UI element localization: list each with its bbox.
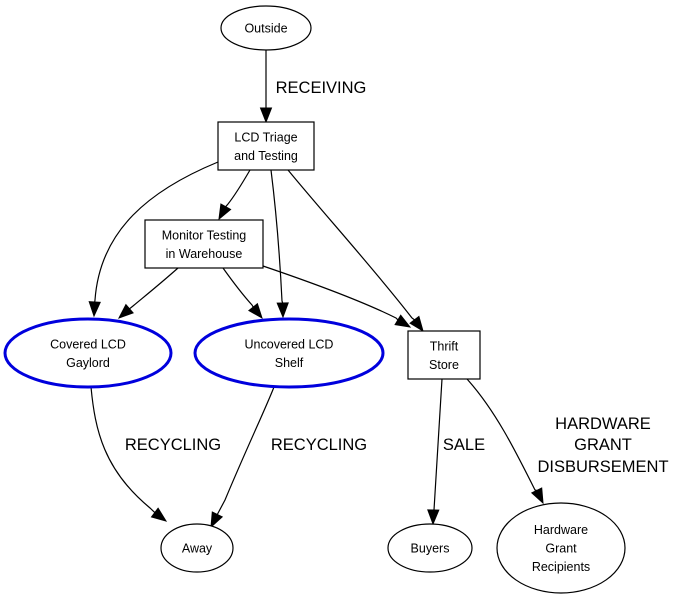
- node-shape: [193, 317, 385, 389]
- edge-line: [433, 378, 443, 511]
- arrowhead-icon: [394, 314, 412, 328]
- arrowhead-icon: [530, 487, 544, 505]
- edge-label: HARDWARE: [555, 415, 651, 433]
- node-uncovered[interactable]: Uncovered LCD Shelf: [193, 317, 385, 389]
- node-label: Recipients: [532, 560, 590, 574]
- node-shape: [160, 523, 234, 573]
- node-label: Shelf: [275, 356, 304, 370]
- edge-line: [216, 386, 275, 515]
- edge-monitor-to-covered: [117, 267, 179, 319]
- edge-label: RECYCLING: [271, 436, 367, 454]
- arrowhead-icon: [409, 315, 424, 333]
- arrowhead-icon: [117, 303, 134, 319]
- edge-label: SALE: [443, 436, 485, 454]
- edge-line: [90, 386, 156, 514]
- arrowhead-icon: [88, 301, 101, 318]
- arrowhead-icon: [248, 302, 263, 320]
- edge-triage-to-thrift: [287, 169, 424, 333]
- node-shape: [3, 317, 173, 389]
- node-shape: [144, 219, 264, 269]
- node-label: Buyers: [411, 542, 450, 556]
- edge-line: [222, 267, 254, 308]
- edge-triage-to-uncovered: [270, 169, 289, 319]
- node-away[interactable]: Away: [160, 523, 234, 573]
- node-label: LCD Triage: [234, 130, 297, 144]
- node-buyers[interactable]: Buyers: [387, 523, 473, 573]
- node-label: Outside: [244, 22, 287, 36]
- edge-line: [466, 378, 537, 492]
- arrowhead-icon: [218, 203, 232, 221]
- edge-monitor-to-uncovered: [222, 267, 263, 320]
- edge-line: [262, 265, 399, 321]
- node-label: Uncovered LCD: [245, 337, 334, 351]
- edge-label: DISBURSEMENT: [537, 458, 668, 476]
- arrowhead-icon: [259, 107, 273, 124]
- edge-line: [94, 161, 219, 303]
- edge-triage-to-monitor: [218, 169, 251, 221]
- edge-label: RECEIVING: [276, 79, 367, 97]
- node-label: Monitor Testing: [162, 228, 247, 242]
- node-label: in Warehouse: [166, 247, 243, 261]
- edge-line: [270, 169, 284, 304]
- edge-line: [287, 169, 415, 321]
- edge-line: [225, 169, 251, 208]
- node-shape: [217, 121, 315, 171]
- node-label: Thrift: [430, 339, 459, 353]
- arrowhead-icon: [427, 509, 440, 526]
- node-label: Hardware: [534, 523, 588, 537]
- node-label: Away: [182, 542, 213, 556]
- edge-label: GRANT: [574, 436, 632, 454]
- edge-thrift-to-recipients: [466, 378, 544, 505]
- edge-thrift-to-buyers: [427, 378, 443, 526]
- node-monitor[interactable]: Monitor Testing in Warehouse: [144, 219, 264, 269]
- node-label: Grant: [545, 542, 577, 556]
- node-triage[interactable]: LCD Triage and Testing: [217, 121, 315, 171]
- node-covered[interactable]: Covered LCD Gaylord: [3, 317, 173, 389]
- node-label: Gaylord: [66, 356, 110, 370]
- node-shape: [387, 523, 473, 573]
- edge-labels-layer: RECEIVING RECYCLING RECYCLING SALE HARDWARE G…: [125, 79, 669, 476]
- edge-outside-to-triage: [259, 50, 273, 124]
- node-shape: [407, 330, 481, 380]
- arrowhead-icon: [276, 302, 289, 319]
- edge-uncovered-to-away: [210, 386, 275, 529]
- edge-line: [129, 267, 179, 310]
- node-shape: [220, 5, 312, 51]
- node-shape: [496, 502, 626, 594]
- node-label: and Testing: [234, 149, 298, 163]
- node-label: Covered LCD: [50, 337, 126, 351]
- node-label: Store: [429, 358, 459, 372]
- edge-label: RECYCLING: [125, 436, 221, 454]
- arrowhead-icon: [150, 507, 168, 522]
- node-outside[interactable]: Outside: [220, 5, 312, 51]
- edge-covered-to-away: [90, 386, 168, 522]
- edges-layer: [88, 50, 544, 529]
- arrowhead-icon: [210, 511, 224, 529]
- edge-monitor-to-thrift: [262, 265, 412, 328]
- edge-triage-to-covered: [88, 161, 219, 318]
